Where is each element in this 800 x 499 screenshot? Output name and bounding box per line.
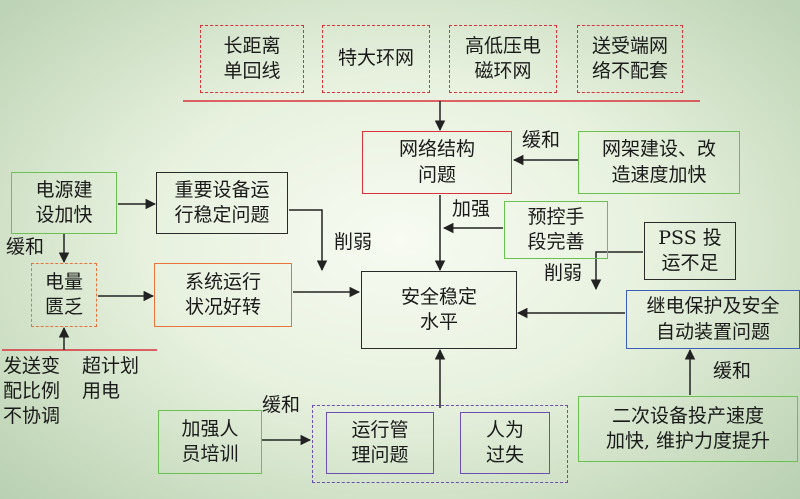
cause-electromagnetic-ring-network: 高低压电 磁环网 bbox=[449, 25, 557, 93]
node-label: 系统运行 状况好转 bbox=[184, 270, 261, 318]
node-label: 预控手 段完善 bbox=[527, 205, 585, 253]
node-label: 运行管 理问题 bbox=[351, 418, 409, 466]
pre-control-box: 预控手 段完善 bbox=[504, 201, 608, 259]
cause-long-distance-single-circuit: 长距离 单回线 bbox=[200, 25, 304, 93]
pss-box: PSS 投 运不足 bbox=[644, 222, 736, 280]
node-label: 安全稳定 水平 bbox=[400, 285, 477, 333]
secondary-equipment-box: 二次设备投产速度 加快, 维护力度提升 bbox=[578, 396, 798, 462]
ratio-mismatch-text: 发送变 配比例 不协调 bbox=[3, 355, 61, 428]
edge-label-weaken-right: 削弱 bbox=[544, 262, 583, 284]
power-shortage-box: 电量 匮乏 bbox=[31, 263, 97, 327]
staff-training-box: 加强人 员培训 bbox=[158, 410, 262, 474]
arrow-equipment-to-safety bbox=[289, 209, 328, 272]
node-label: 人为 过失 bbox=[485, 418, 524, 466]
cause-label: 长距离 单回线 bbox=[223, 34, 281, 82]
node-label: 继电保护及安全 自动装置问题 bbox=[646, 295, 780, 343]
cause-label: 送受端网 络不配套 bbox=[591, 34, 668, 82]
important-equipment-box: 重要设备运 行稳定问题 bbox=[156, 172, 288, 234]
node-label: 网架建设、改 造速度加快 bbox=[601, 138, 716, 186]
grid-construction-box: 网架建设、改 造速度加快 bbox=[578, 131, 740, 194]
power-construction-box: 电源建 设加快 bbox=[11, 172, 117, 234]
node-label: 加强人 员培训 bbox=[181, 417, 239, 465]
cause-mismatched-network: 送受端网 络不配套 bbox=[577, 25, 683, 93]
cause-label: 特大环网 bbox=[337, 47, 414, 70]
edge-label-ease-human: 缓和 bbox=[262, 394, 301, 416]
edge-label-ease-power: 缓和 bbox=[6, 236, 45, 258]
edge-label-ease-network: 缓和 bbox=[522, 129, 561, 151]
edge-label-weaken-left: 削弱 bbox=[334, 231, 373, 253]
cause-mega-ring-network: 特大环网 bbox=[322, 25, 430, 93]
operation-management-box: 运行管 理问题 bbox=[326, 412, 434, 474]
node-label: PSS 投 运不足 bbox=[658, 226, 722, 274]
cause-label: 高低压电 磁环网 bbox=[464, 34, 541, 82]
human-error-box: 人为 过失 bbox=[460, 412, 550, 474]
edge-label-strengthen: 加强 bbox=[452, 198, 491, 220]
node-label: 网络结构 问题 bbox=[398, 138, 475, 186]
node-label: 重要设备运 行稳定问题 bbox=[174, 178, 270, 226]
safety-stability-level-box: 安全稳定 水平 bbox=[361, 271, 517, 349]
relay-protection-box: 继电保护及安全 自动装置问题 bbox=[626, 290, 800, 349]
edge-label-ease-relay: 缓和 bbox=[713, 360, 752, 382]
network-structure-box: 网络结构 问题 bbox=[362, 131, 512, 194]
human-factor-group bbox=[312, 405, 568, 483]
node-label: 二次设备投产速度 加快, 维护力度提升 bbox=[605, 404, 771, 452]
node-label: 电量 匮乏 bbox=[44, 270, 83, 318]
overuse-text: 超计划 用电 bbox=[82, 355, 140, 403]
node-label: 电源建 设加快 bbox=[35, 178, 93, 226]
system-operation-box: 系统运行 状况好转 bbox=[154, 263, 292, 327]
